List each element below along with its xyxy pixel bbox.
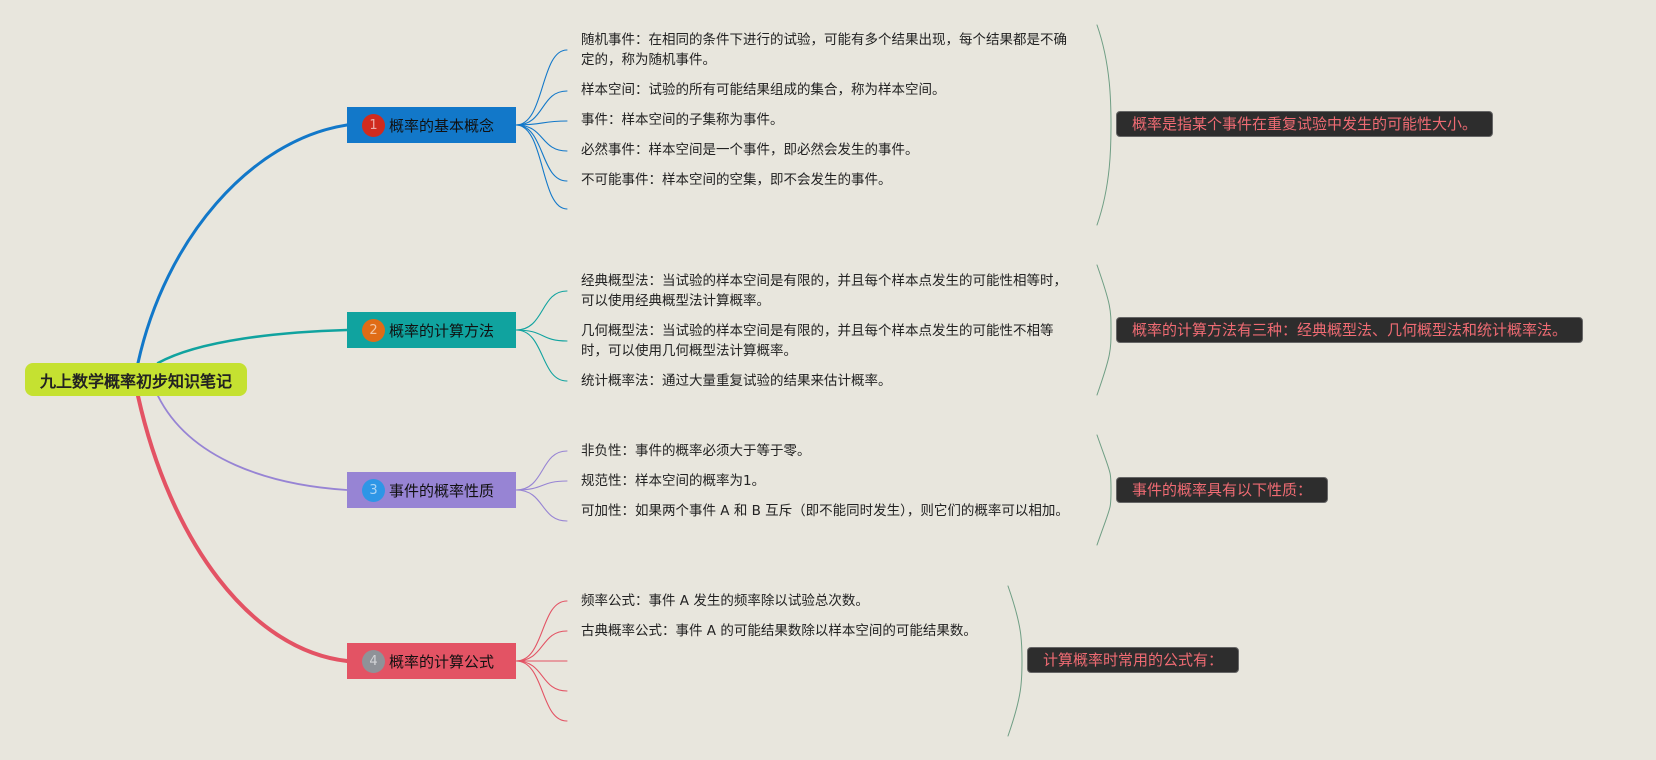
summary-basic-concepts[interactable]: 概率是指某个事件在重复试验中发生的可能性大小。 [1116,111,1494,137]
leaf-connector [515,660,568,722]
leaf-connector [515,489,568,522]
summary-bracket [1007,585,1023,737]
leaf-connector [515,329,568,382]
leaf-connector [515,450,568,491]
number-badge-icon: 2 [362,318,385,342]
branch-label: 概率的计算公式 [389,652,495,671]
leaf-classical-formula[interactable]: 古典概率公式：事件 A 的可能结果数除以样本空间的可能结果数。 [581,623,977,639]
leaf-classical-model[interactable]: 经典概型法：当试验的样本空间是有限的，并且每个样本点发生的可能性相等时，可以使用… [581,273,1067,309]
leaf-connector [515,660,568,692]
summary-bracket [1096,264,1112,396]
leaf-connector [515,124,568,182]
leaf-frequency-formula[interactable]: 频率公式：事件 A 发生的频率除以试验总次数。 [581,593,869,609]
number-badge-icon: 4 [362,649,385,673]
summary-probability-properties[interactable]: 事件的概率具有以下性质： [1116,477,1329,503]
leaf-connector [515,600,568,662]
summary-bracket [1096,434,1112,546]
branch-label: 概率的基本概念 [389,116,495,135]
leaf-geometric-model[interactable]: 几何概型法：当试验的样本空间是有限的，并且每个样本点发生的可能性不相等时，可以使… [581,323,1054,359]
branch-calculation-formulas[interactable]: 4 概率的计算公式 [347,643,516,679]
leaf-additivity[interactable]: 可加性：如果两个事件 A 和 B 互斥（即不能同时发生），则它们的概率可以相加。 [581,503,1069,519]
leaf-connector [515,49,568,126]
leaf-connector [515,90,568,126]
branch-probability-properties[interactable]: 3 事件的概率性质 [347,472,516,508]
number-badge-icon: 3 [362,478,385,502]
root-topic[interactable]: 九上数学概率初步知识笔记 [25,363,247,396]
leaf-impossible-event[interactable]: 不可能事件：样本空间的空集，即不会发生的事件。 [581,172,892,188]
leaf-connector [515,630,568,662]
leaf-random-event[interactable]: 随机事件：在相同的条件下进行的试验，可能有多个结果出现，每个结果都是不确定的，称… [581,32,1067,68]
leaf-connector [515,124,568,152]
branch-label: 概率的计算方法 [389,321,495,340]
trunk-line [136,394,349,663]
branch-calculation-methods[interactable]: 2 概率的计算方法 [347,312,516,348]
leaf-sample-space[interactable]: 样本空间：试验的所有可能结果组成的集合，称为样本空间。 [581,82,946,98]
branch-basic-concepts[interactable]: 1 概率的基本概念 [347,107,516,143]
leaf-non-negativity[interactable]: 非负性：事件的概率必须大于等于零。 [581,443,811,459]
trunk-line [157,395,348,491]
leaf-connector [515,480,568,491]
summary-calculation-methods[interactable]: 概率的计算方法有三种：经典概型法、几何概型法和统计概率法。 [1116,317,1584,343]
leaf-normalization[interactable]: 规范性：样本空间的概率为1。 [581,473,766,489]
leaf-connector [515,329,568,342]
trunk-line [156,328,349,365]
leaf-connector [515,124,568,210]
leaf-connector [515,290,568,331]
summary-bracket [1096,24,1112,226]
summary-calculation-formulas[interactable]: 计算概率时常用的公式有： [1027,647,1240,673]
number-badge-icon: 1 [362,113,385,137]
leaf-statistical-probability[interactable]: 统计概率法：通过大量重复试验的结果来估计概率。 [581,373,892,389]
leaf-certain-event[interactable]: 必然事件：样本空间是一个事件，即必然会发生的事件。 [581,142,919,158]
leaf-event[interactable]: 事件：样本空间的子集称为事件。 [581,112,784,128]
branch-label: 事件的概率性质 [389,481,495,500]
leaf-connector [515,120,568,126]
trunk-line [136,123,349,365]
